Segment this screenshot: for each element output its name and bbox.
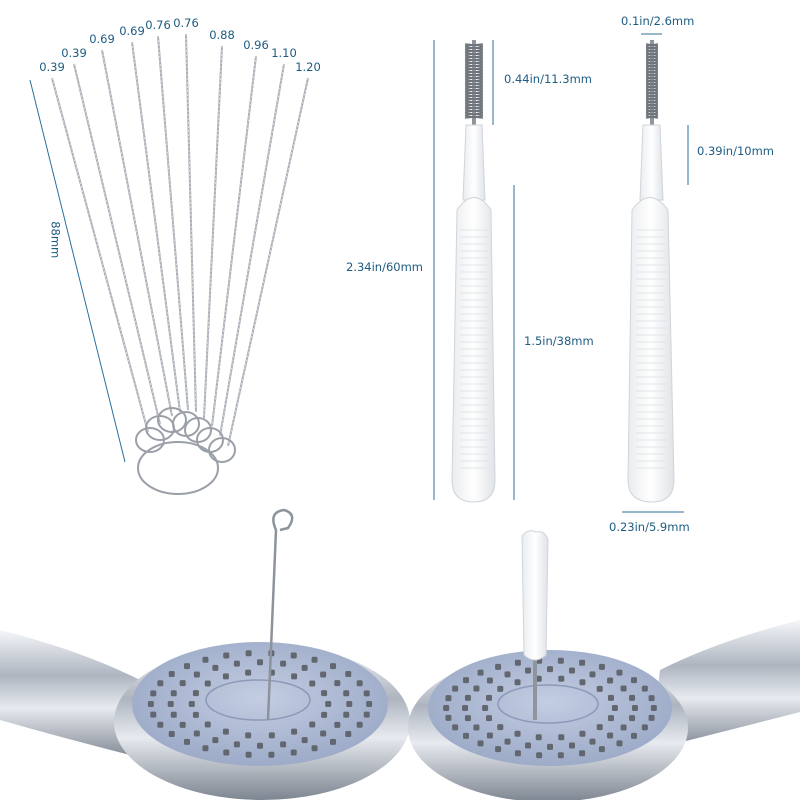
wire-gauge-label: 0.69 bbox=[119, 24, 145, 38]
wire-brush bbox=[131, 41, 181, 413]
wire-gauge-label: 0.88 bbox=[209, 28, 235, 42]
wire-brush bbox=[211, 55, 257, 427]
total-length-label: 2.34in/60mm bbox=[346, 260, 424, 274]
wire-gauge-label: 1.10 bbox=[271, 46, 297, 60]
wire-length-label: 88mm bbox=[48, 221, 63, 259]
long-bristle-brush bbox=[433, 40, 515, 503]
wire-gauge-label: 0.39 bbox=[61, 46, 87, 60]
wire-gauge-label: 0.76 bbox=[145, 18, 171, 32]
wire-gauge-label: 0.69 bbox=[89, 32, 115, 46]
short-bristle-brush bbox=[622, 33, 689, 513]
neck-length-label: 0.39in/10mm bbox=[697, 144, 775, 158]
wire-gauge-label: 0.96 bbox=[243, 38, 269, 52]
shower-head-right bbox=[408, 530, 800, 800]
wire-brush-set bbox=[51, 33, 309, 447]
wire-brush bbox=[101, 49, 173, 417]
bristle-length-label: 0.44in/11.3mm bbox=[504, 72, 592, 86]
handle-width-label: 0.23in/5.9mm bbox=[609, 520, 690, 534]
wire-gauge-label: 1.20 bbox=[295, 60, 321, 74]
wire-brush bbox=[203, 45, 223, 419]
wire-gauge-label: 0.39 bbox=[39, 60, 65, 74]
length-dimension-line bbox=[29, 79, 126, 463]
shower-head-left bbox=[0, 508, 410, 800]
bristle-diameter-label: 0.1in/2.6mm bbox=[621, 14, 695, 28]
key-rings bbox=[135, 407, 236, 495]
handle-length-label: 1.5in/38mm bbox=[524, 334, 594, 348]
wire-gauge-label: 0.76 bbox=[173, 16, 199, 30]
